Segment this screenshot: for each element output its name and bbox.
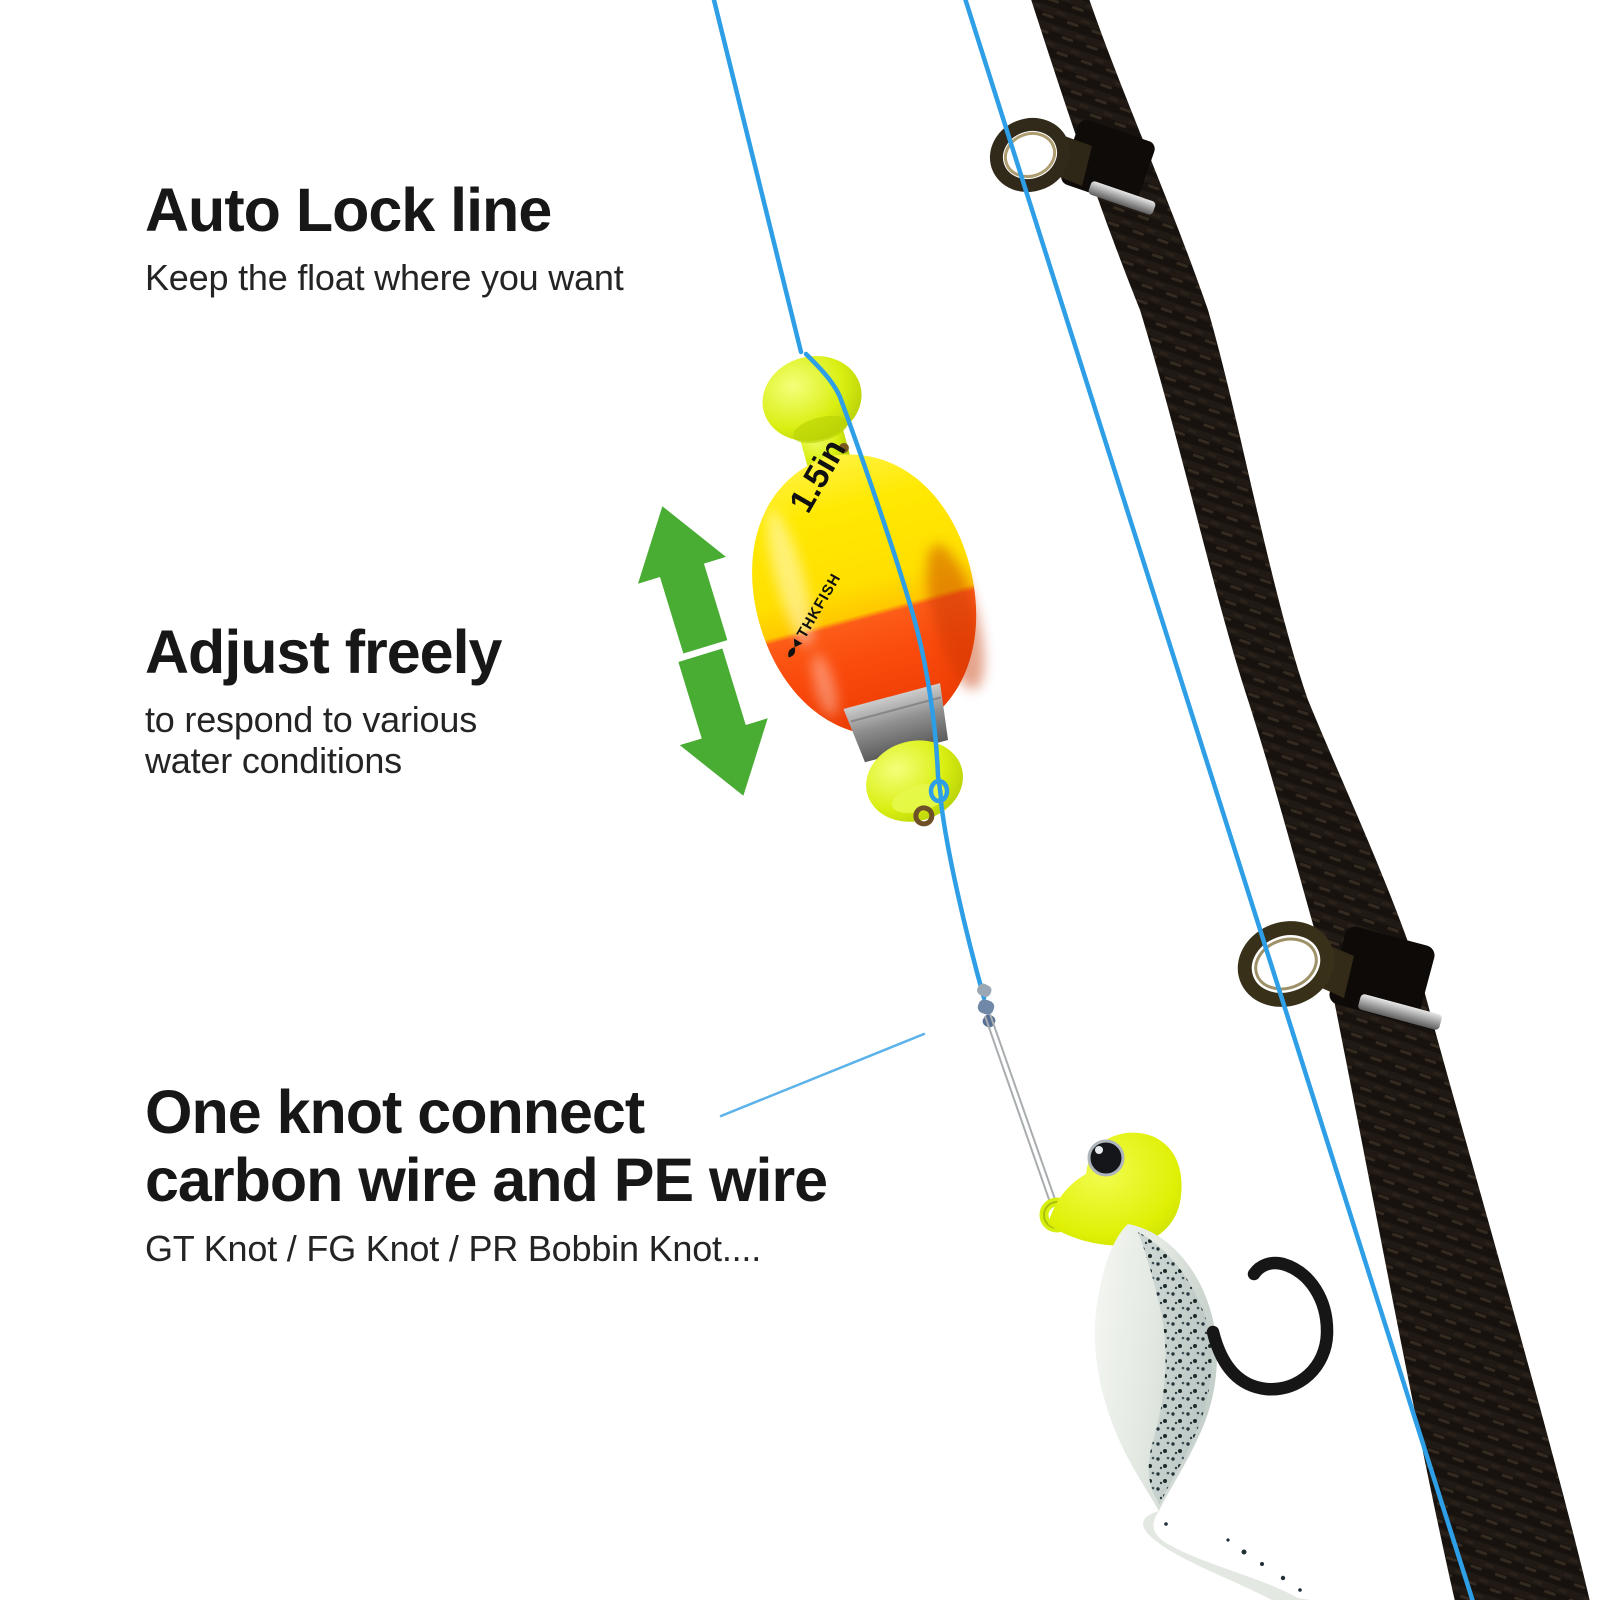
- float-highlight: [767, 510, 813, 647]
- carbon-wire-strand: [989, 1013, 1058, 1206]
- fishing-rod: [989, 0, 1590, 1600]
- annotation-adjust-freely: Adjust freely to respond to various wate…: [145, 618, 502, 781]
- adjust-subtitle-line2: water conditions: [145, 739, 402, 781]
- carbon-wire-strand: [984, 1015, 1053, 1209]
- tail-speckles: [1164, 1522, 1302, 1592]
- line-loop-at-eyelet: [928, 778, 950, 804]
- guide-ring-gold: [1003, 131, 1057, 179]
- hook-icon: [1206, 1256, 1334, 1396]
- jig-lure: [1039, 1132, 1334, 1600]
- knot-bead: [977, 999, 995, 1015]
- one-knot-title: One knot connect carbon wire and PE wire: [145, 1078, 828, 1215]
- rod-guide-top: [989, 118, 1156, 215]
- float-bottom-eyelet: [913, 805, 935, 827]
- guide-wrap: [1061, 119, 1155, 207]
- guide-wrap: [1329, 926, 1435, 1024]
- ferrule-band: [1088, 181, 1156, 215]
- rod-blank: [1031, 0, 1590, 1600]
- float-shade: [926, 544, 985, 690]
- annotation-one-knot: One knot connect carbon wire and PE wire…: [145, 1078, 828, 1269]
- fishing-line-wrap: [803, 351, 987, 1001]
- adjust-arrows: [637, 506, 768, 796]
- callout-line: [719, 1032, 926, 1118]
- fishing-line-to-float: [711, 0, 804, 355]
- float-stem-pin: [838, 443, 849, 454]
- one-knot-subtitle: GT Knot / FG Knot / PR Bobbin Knot....: [145, 1227, 762, 1269]
- adjust-subtitle-line1: to respond to various: [145, 699, 477, 741]
- brand-fish-icon: [788, 638, 803, 658]
- jig-eye-glint: [1095, 1146, 1103, 1154]
- auto-lock-subtitle: Keep the float where you want: [145, 257, 624, 299]
- one-knot-title-line1: One knot connect: [145, 1078, 645, 1146]
- rod-guide-bottom: [1237, 921, 1442, 1030]
- adjust-subtitle: to respond to various water conditions: [145, 699, 502, 781]
- float-bobber: [752, 355, 985, 827]
- guide-ring-icon: [989, 118, 1071, 192]
- jig-eye-ring: [1087, 1139, 1125, 1177]
- auto-lock-title: Auto Lock line: [145, 176, 552, 244]
- jig-head: [1048, 1132, 1182, 1246]
- annotation-auto-lock: Auto Lock line Keep the float where you …: [145, 176, 624, 299]
- arrow-down-icon: [678, 648, 768, 796]
- knot-bead: [977, 983, 992, 998]
- ferrule-band: [1358, 994, 1442, 1030]
- float-top-knob-lip: [793, 415, 848, 444]
- soft-bait-tail: [1143, 1511, 1310, 1600]
- adjust-title: Adjust freely: [145, 618, 502, 686]
- arrow-up-icon: [637, 506, 728, 654]
- one-knot-title-line2: carbon wire and PE wire: [145, 1146, 828, 1215]
- guide-ring-gold: [1254, 937, 1318, 991]
- bait-speckles: [1138, 1232, 1212, 1504]
- float-highlight-lower: [811, 654, 838, 717]
- carbon-wire: [984, 1013, 1058, 1209]
- float-body: [752, 454, 977, 736]
- fishing-line-main: [963, 0, 1475, 1600]
- float-band-line: [850, 696, 942, 723]
